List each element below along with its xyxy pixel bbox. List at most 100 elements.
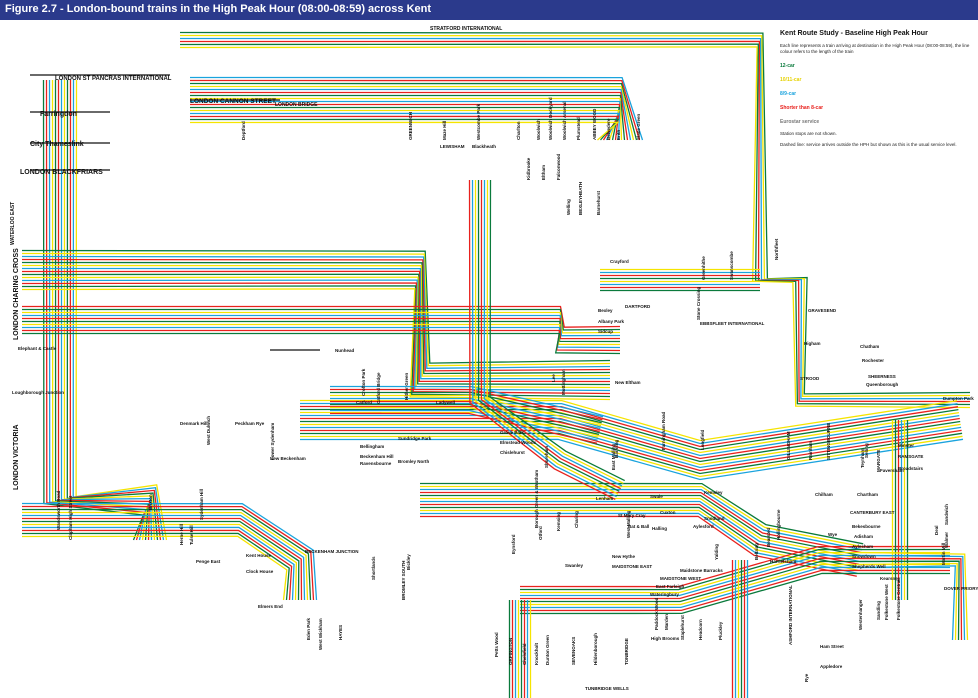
victoria-bundle <box>21 526 295 601</box>
chatham-bundle <box>300 423 961 466</box>
charing-cross-bundle <box>21 270 611 383</box>
station-label: Cuxton <box>660 510 676 515</box>
station-label: GILLINGHAM <box>786 431 791 460</box>
station-label: Sidcup <box>598 329 613 334</box>
chatham-bundle <box>300 420 961 463</box>
station-label: Folkestone West <box>884 584 889 620</box>
legend-note-dashed: Dashed line: service arrives outside the… <box>780 142 957 147</box>
station-label: Aylesham <box>852 544 873 549</box>
maidstone-bundle <box>419 482 864 545</box>
bexleyheath-bundle <box>471 179 617 498</box>
station-label: Crofton Park <box>361 368 366 396</box>
cannon-street-bundle <box>190 103 621 141</box>
station-label: Petts Wood <box>494 632 499 657</box>
station-label: Bearsted <box>766 527 771 547</box>
station-label: Bellingham <box>360 444 384 449</box>
station-label: Higham <box>804 341 821 346</box>
station-label: Tulse Hill <box>189 525 194 545</box>
station-label: Faversham <box>880 468 904 473</box>
station-label: Bekesbourne <box>852 524 881 529</box>
maidstone-bundle <box>420 503 860 566</box>
station-label: Dunton Green <box>545 635 550 665</box>
station-label: Bromley North <box>398 459 430 464</box>
station-label: East Malling <box>611 443 616 470</box>
station-label: Wandsworth Road <box>56 490 61 530</box>
station-label: Kearsney <box>880 576 901 581</box>
victoria-bundle <box>21 535 288 601</box>
dover-bundle <box>859 562 958 641</box>
maidstone-bundle <box>419 485 863 548</box>
station-labels: LONDON ST PANCRAS INTERNATIONALFarringdo… <box>10 26 978 691</box>
station-label: BEXLEYHEATH <box>578 182 583 215</box>
station-label: Queenborough <box>866 382 898 387</box>
chatham-bundle <box>299 405 958 448</box>
station-label: Rye <box>804 673 809 682</box>
charing-cross-bundle <box>21 282 611 395</box>
station-label: Bexley <box>598 308 613 313</box>
station-label: Falconwood <box>556 154 561 180</box>
station-label: Broadstairs <box>898 466 924 471</box>
lewisham-bundle <box>330 406 599 438</box>
station-label: Snodland <box>704 516 725 521</box>
cannon-street-bundle <box>189 79 641 141</box>
station-label: Paddock Wood <box>654 597 659 630</box>
thameslink-bundle <box>57 80 151 541</box>
victoria-bundle <box>22 520 300 601</box>
station-label: Mottingham <box>561 370 566 396</box>
charing-cross-bundle <box>21 279 611 392</box>
station-label: Ravensbourne <box>360 461 392 466</box>
station-label: New Hythe <box>612 554 636 559</box>
station-label: Longfield <box>700 430 705 450</box>
cannon-street-bundle <box>190 100 621 141</box>
station-label: SEVENOAKS <box>571 637 576 665</box>
station-label: HAYES <box>338 625 343 640</box>
hs1-bundle <box>179 37 971 400</box>
route-map: LONDON ST PANCRAS INTERNATIONALFarringdo… <box>10 26 978 698</box>
station-label: Westenhanger <box>858 599 863 630</box>
thameslink-bundle <box>45 79 146 541</box>
legend-short: Shorter than 8-car <box>780 105 824 111</box>
station-label: Marden <box>664 614 669 630</box>
station-label: Herne Hill <box>179 524 184 545</box>
maidstone-bundle <box>419 488 863 551</box>
bexleyheath-bundle <box>486 179 624 484</box>
maidstone-bundle <box>419 491 862 554</box>
station-label: Eltham <box>541 165 546 180</box>
station-label: Crayford <box>610 259 629 264</box>
station-label: Kidbrooke <box>526 157 531 180</box>
station-label: Swale <box>650 494 663 499</box>
station-label: Beltring <box>754 543 759 560</box>
station-label: Dumpton Park <box>943 396 974 401</box>
station-label: LONDON ST PANCRAS INTERNATIONAL <box>55 76 172 82</box>
map-legend: Kent Route Study - Baseline High Peak Ho… <box>780 30 972 147</box>
station-label: Woolwich Dockyard <box>548 97 553 140</box>
station-label: West Dulwich <box>206 416 211 445</box>
thameslink-bundle <box>72 79 165 541</box>
station-label: BROMLEY SOUTH <box>401 561 406 600</box>
station-label: Belvedere <box>606 118 611 140</box>
station-label: High Brooms <box>651 636 680 641</box>
station-label: Yalding <box>714 544 719 560</box>
maidstone-bundle <box>420 494 862 557</box>
station-label: DARTFORD <box>625 304 651 309</box>
station-label: Eden Park <box>306 617 311 640</box>
title-bar: Figure 2.7 - London-bound trains in the … <box>0 0 978 20</box>
train-lines <box>21 31 971 698</box>
bexleyheath-bundle <box>483 179 623 487</box>
cannon-street-bundle <box>190 109 620 141</box>
station-label: Erith <box>616 129 621 140</box>
victoria-bundle <box>21 502 318 601</box>
station-label: Aylesford <box>693 524 714 529</box>
cannon-street-bundle <box>189 115 620 141</box>
bexleyheath-bundle <box>480 179 621 490</box>
cannon-street-bundle <box>190 94 626 141</box>
station-label: Beckenham Hill <box>360 454 394 459</box>
station-label: Hollingbourne <box>776 509 781 540</box>
station-label: Pluckley <box>718 621 723 640</box>
station-label: Chislehurst <box>500 450 525 455</box>
legend-note-stops: Station stops are not shown. <box>780 131 837 136</box>
station-label: Ham Street <box>820 644 844 649</box>
station-label: Ladywell <box>436 400 455 405</box>
victoria-bundle <box>21 532 290 601</box>
station-label: MAIDSTONE EAST <box>612 564 652 569</box>
